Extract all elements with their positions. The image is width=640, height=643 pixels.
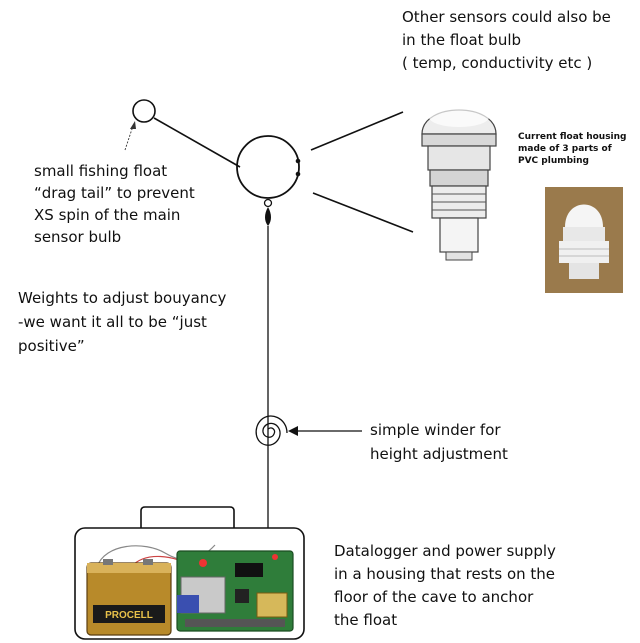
- float-housing-photo: [545, 187, 623, 293]
- callout-line-top: [310, 111, 404, 151]
- weight-ring: [263, 198, 273, 208]
- drag-tail-line: [153, 117, 241, 168]
- sensor-bulb: [236, 135, 300, 199]
- other-sensors-annotation: Other sensors could also be in the float…: [402, 8, 611, 72]
- winder-arrowhead: [288, 426, 298, 436]
- battery-label: PROCELL: [105, 610, 153, 621]
- winder-spiral: [255, 415, 288, 446]
- bulb-dot-upper: [295, 158, 301, 164]
- fishing-float-pointer: [124, 125, 134, 151]
- datalogger-pcb: [176, 550, 294, 632]
- fishing-float-annotation: small fishing float “drag tail” to preve…: [34, 162, 195, 246]
- weights-annotation: Weights to adjust bouyancy -we want it a…: [18, 289, 227, 355]
- float-housing-caption: Current float housing made of 3 parts of…: [518, 132, 627, 166]
- datalogger-annotation: Datalogger and power supply in a housing…: [334, 542, 556, 629]
- datalogger-illustration: PROCELL: [86, 544, 294, 636]
- housing-handle: [140, 506, 235, 528]
- winder-annotation: simple winder for height adjustment: [370, 421, 508, 463]
- battery: PROCELL: [86, 559, 172, 636]
- pvc-housing-illustration: [421, 107, 497, 261]
- callout-line-bottom: [312, 192, 414, 233]
- bulb-dot-lower: [295, 171, 301, 177]
- fishing-float: [132, 99, 156, 123]
- fishing-float-arrowhead: [130, 121, 136, 129]
- weight-sinker: [265, 207, 271, 226]
